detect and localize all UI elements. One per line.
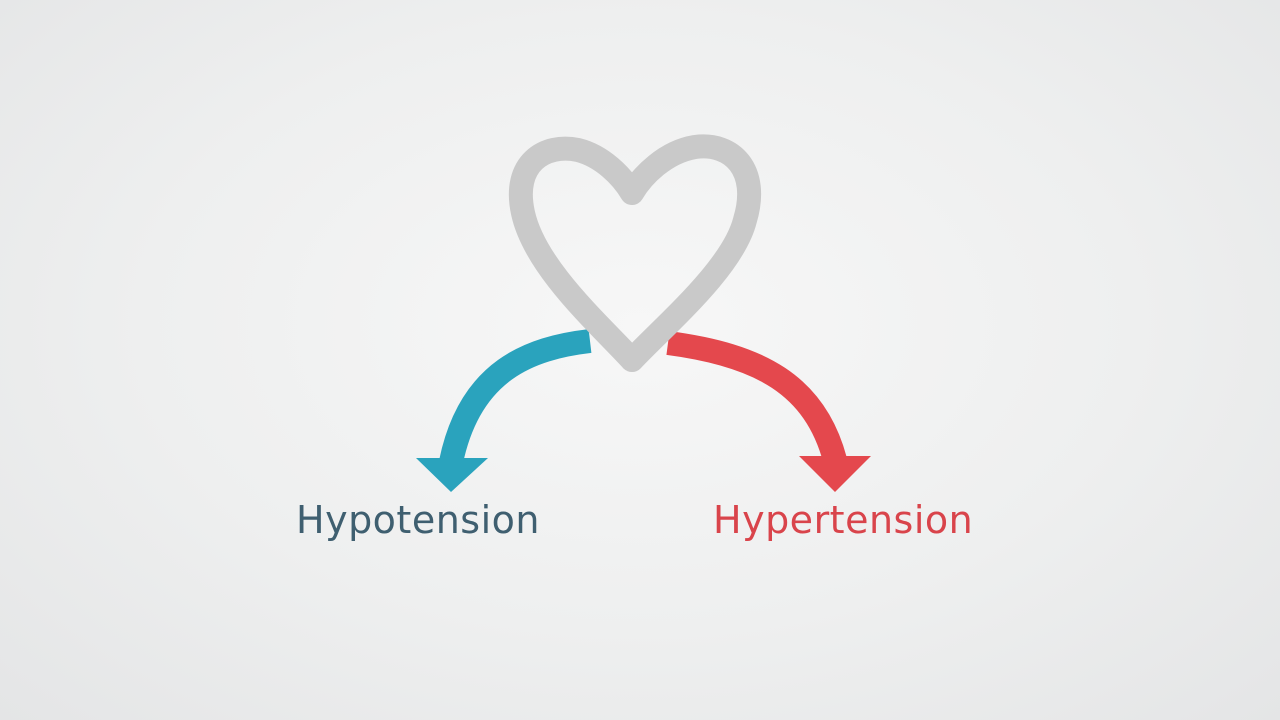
hypotension-arrow-icon bbox=[416, 329, 592, 492]
hypertension-arrow-head bbox=[799, 456, 871, 492]
hypertension-arrow-shaft bbox=[666, 331, 847, 464]
heart-icon bbox=[508, 134, 762, 372]
hypertension-arrow-icon bbox=[666, 331, 871, 492]
hypotension-arrow-head bbox=[416, 458, 488, 492]
hypotension-arrow-shaft bbox=[439, 329, 592, 465]
hypotension-label: Hypotension bbox=[296, 498, 540, 542]
hypertension-label: Hypertension bbox=[713, 498, 974, 542]
